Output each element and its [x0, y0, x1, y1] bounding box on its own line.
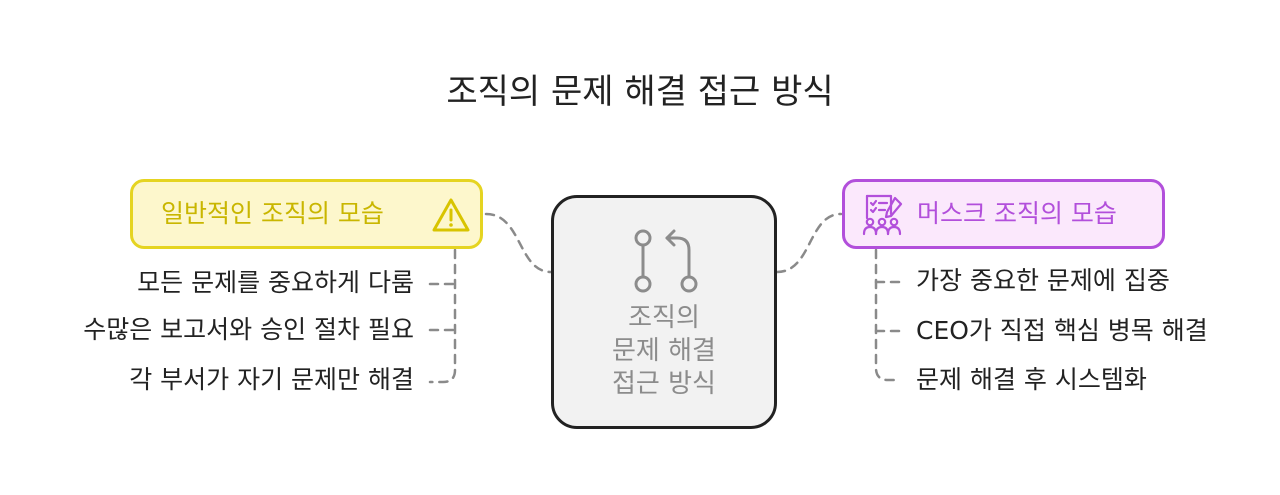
- typical-organization-label: 일반적인 조직의 모습: [161, 199, 384, 228]
- right-item-1: 가장 중요한 문제에 집중: [916, 266, 1170, 295]
- left-item-1: 모든 문제를 중요하게 다룸: [137, 268, 414, 297]
- right-item-3: 문제 해결 후 시스템화: [916, 365, 1147, 394]
- typical-organization-box: 일반적인 조직의 모습: [130, 179, 483, 249]
- musk-organization-label: 머스크 조직의 모습: [917, 199, 1117, 228]
- left-item-2: 수많은 보고서와 승인 절차 필요: [83, 315, 414, 344]
- right-item-2: CEO가 직접 핵심 병목 해결: [916, 316, 1208, 345]
- connector-right-tree: [874, 248, 902, 382]
- center-line-3: 접근 방식: [612, 369, 716, 399]
- center-topic-text: 조직의 문제 해결 접근 방식: [554, 302, 774, 401]
- warning-icon: [432, 198, 470, 232]
- musk-organization-box: 머스크 조직의 모습: [842, 179, 1165, 249]
- center-topic-box: 조직의 문제 해결 접근 방식: [551, 195, 777, 429]
- connector-left-tree: [428, 248, 457, 384]
- merge-arrows-icon: [634, 229, 698, 293]
- left-item-3: 각 부서가 자기 문제만 해결: [129, 365, 414, 394]
- center-line-2: 문제 해결: [612, 336, 716, 366]
- team-checklist-icon: [862, 194, 903, 236]
- diagram-title: 조직의 문제 해결 접근 방식: [446, 72, 834, 112]
- connector-center-to-right: [775, 212, 843, 274]
- connector-left-to-center: [484, 212, 553, 274]
- center-line-1: 조직의: [628, 303, 700, 333]
